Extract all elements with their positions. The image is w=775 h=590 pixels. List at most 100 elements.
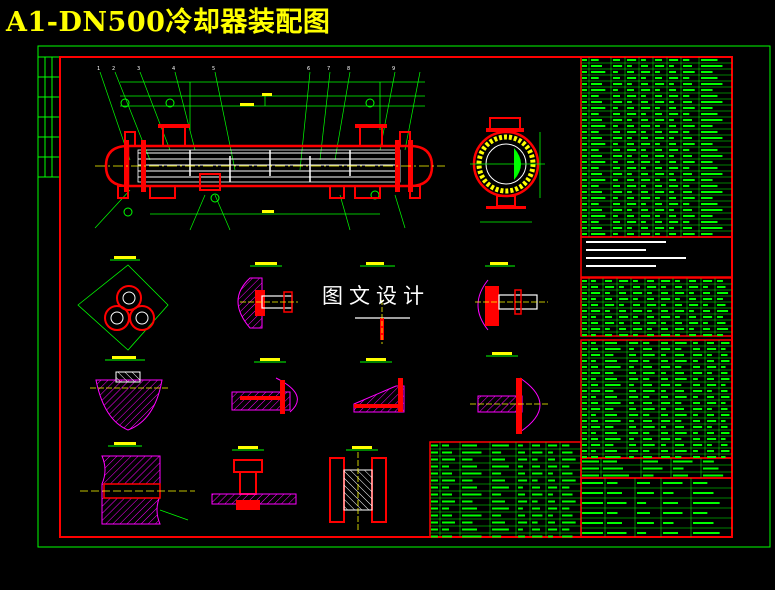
table-cell-mark xyxy=(613,89,618,91)
table-cell-mark xyxy=(629,444,636,446)
table-cell-mark xyxy=(619,286,624,288)
table-cell-mark xyxy=(669,191,674,193)
table-cell-mark xyxy=(643,450,650,452)
table-cell-mark xyxy=(675,414,687,416)
table-cell-mark xyxy=(663,512,683,514)
table-cell-mark xyxy=(641,227,648,229)
table-cell-mark xyxy=(675,408,684,410)
table-cell-mark xyxy=(689,310,694,312)
table-cell-mark xyxy=(582,101,587,103)
table-cell-mark xyxy=(663,532,678,534)
table-cell-mark xyxy=(462,535,482,538)
table-cell-mark xyxy=(647,328,652,330)
table-cell-mark xyxy=(613,113,620,115)
table-cell-mark xyxy=(605,298,612,300)
table-cell-mark xyxy=(562,486,570,489)
table-cell-mark xyxy=(629,420,634,422)
table-cell-mark xyxy=(629,408,636,410)
table-cell-mark xyxy=(591,420,598,422)
table-cell-mark xyxy=(703,334,713,336)
table-cell-mark xyxy=(693,354,703,356)
table-cell-mark xyxy=(683,233,695,235)
table-cell-mark xyxy=(462,479,473,482)
table-cell-mark xyxy=(518,528,523,531)
table-cell-mark xyxy=(591,83,602,85)
table-cell-mark xyxy=(669,185,679,187)
table-cell-mark xyxy=(532,521,538,524)
table-cell-mark xyxy=(655,197,660,199)
table-cell-mark xyxy=(613,119,623,121)
table-cell-mark xyxy=(629,342,639,344)
table-cell-mark xyxy=(647,322,657,324)
table-cell-mark xyxy=(661,342,668,344)
table-cell-mark xyxy=(655,221,662,223)
table-cell-mark xyxy=(701,167,718,169)
table-cell-mark xyxy=(582,173,587,175)
table-cell-mark xyxy=(431,486,438,489)
table-cell-mark xyxy=(693,502,720,504)
table-cell-mark xyxy=(717,334,723,336)
table-cell-mark xyxy=(627,101,632,103)
table-cell-mark xyxy=(717,280,723,282)
table-cell-mark xyxy=(655,143,660,145)
table-cell-mark xyxy=(548,528,558,531)
table-cell-mark xyxy=(633,280,638,282)
table-cell-mark xyxy=(701,155,723,157)
table-cell-mark xyxy=(701,191,723,193)
table-cell-mark xyxy=(707,378,714,380)
table-cell-mark xyxy=(689,316,696,318)
table-cell-mark xyxy=(605,444,614,446)
table-cell-mark xyxy=(693,426,703,428)
table-cell-mark xyxy=(675,360,687,362)
table-cell-mark xyxy=(661,310,668,312)
table-cell-mark xyxy=(683,83,692,85)
table-cell-mark xyxy=(641,119,648,121)
table-cell-mark xyxy=(675,384,682,386)
table-cell-mark xyxy=(582,304,587,306)
table-cell-mark xyxy=(532,500,538,503)
table-cell-mark xyxy=(582,322,587,324)
table-cell-mark xyxy=(683,179,695,181)
table-cell-mark xyxy=(661,420,671,422)
table-cell-mark xyxy=(629,432,639,434)
table-cell-mark xyxy=(661,366,671,368)
table-cell-mark xyxy=(518,479,528,482)
table-cell-mark xyxy=(641,89,651,91)
table-cell-mark xyxy=(431,451,438,454)
table-cell-mark xyxy=(518,458,528,461)
table-cell-mark xyxy=(619,280,629,282)
table-cell-mark xyxy=(721,360,730,362)
table-cell-mark xyxy=(641,59,646,61)
table-cell-mark xyxy=(591,408,601,410)
table-cell-mark xyxy=(669,173,674,175)
table-cell-mark xyxy=(655,71,660,73)
table-cell-mark xyxy=(701,149,718,151)
table-cell-mark xyxy=(683,131,690,133)
table-cell-mark xyxy=(629,366,634,368)
table-cell-mark xyxy=(655,155,665,157)
table-cell-mark xyxy=(582,522,603,524)
table-cell-mark xyxy=(683,221,690,223)
table-cell-mark xyxy=(629,438,634,440)
table-cell-mark xyxy=(717,328,729,330)
table-cell-mark xyxy=(675,432,687,434)
table-cell-mark xyxy=(655,215,660,217)
table-cell-mark xyxy=(693,450,698,452)
table-cell-mark xyxy=(582,420,587,422)
table-cell-mark xyxy=(582,334,587,336)
table-cell-mark xyxy=(605,372,614,374)
table-cell-mark xyxy=(605,408,614,410)
table-cell-mark xyxy=(655,179,660,181)
table-cell-mark xyxy=(613,77,620,79)
table-cell-mark xyxy=(707,438,717,440)
table-cell-mark xyxy=(562,500,576,503)
detail-tube-joint xyxy=(80,442,195,525)
table-cell-mark xyxy=(707,450,714,452)
table-cell-mark xyxy=(548,500,555,503)
table-cell-mark xyxy=(669,197,676,199)
table-cell-mark xyxy=(683,125,695,127)
table-cell-mark xyxy=(669,83,674,85)
table-cell-mark xyxy=(693,532,720,534)
table-cell-mark xyxy=(669,143,676,145)
table-cell-mark xyxy=(683,89,695,91)
